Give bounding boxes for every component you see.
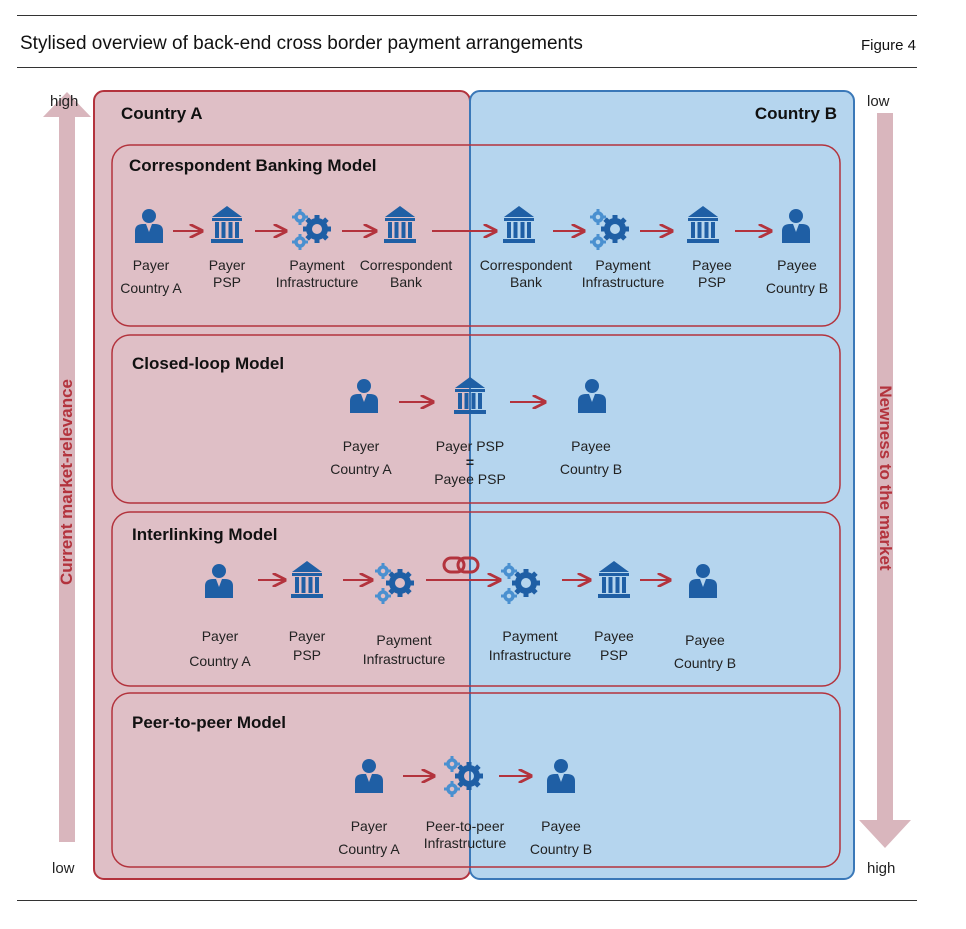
country-b-label: Country B [755,104,837,123]
bottom-rule [17,900,917,901]
country-b-region [469,90,855,880]
interlinking-title: Interlinking Model [132,525,277,544]
left-axis-top-label: high [50,93,78,110]
country-a-label: Country A [121,104,203,123]
right-axis-title: Newness to the market [876,385,895,571]
top-rule [17,15,917,16]
figure-title: Stylised overview of back-end cross bord… [20,33,583,54]
payer-psp-label: Payer PSP [436,438,504,454]
p2p-title: Peer-to-peer Model [132,713,286,732]
closed-loop-panel [111,334,841,504]
correspondent-panel [111,144,841,327]
right-axis-bottom-label: high [867,860,895,877]
right-axis-arrow [859,113,911,848]
right-axis-top-label: low [867,93,890,110]
title-rule [17,67,917,68]
correspondent-title: Correspondent Banking Model [129,156,376,175]
left-axis-title: Current market-relevance [57,379,76,585]
closed-loop-title: Closed-loop Model [132,354,284,373]
left-axis-bottom-label: low [52,860,75,877]
figure-number: Figure 4 [860,37,916,54]
p2p-panel [111,692,841,868]
interlinking-panel [111,511,841,687]
link-icon [442,556,480,574]
payee-psp-label: Payee PSP [434,471,506,487]
left-axis-arrow [43,92,91,842]
equals-sign: = [466,454,474,470]
